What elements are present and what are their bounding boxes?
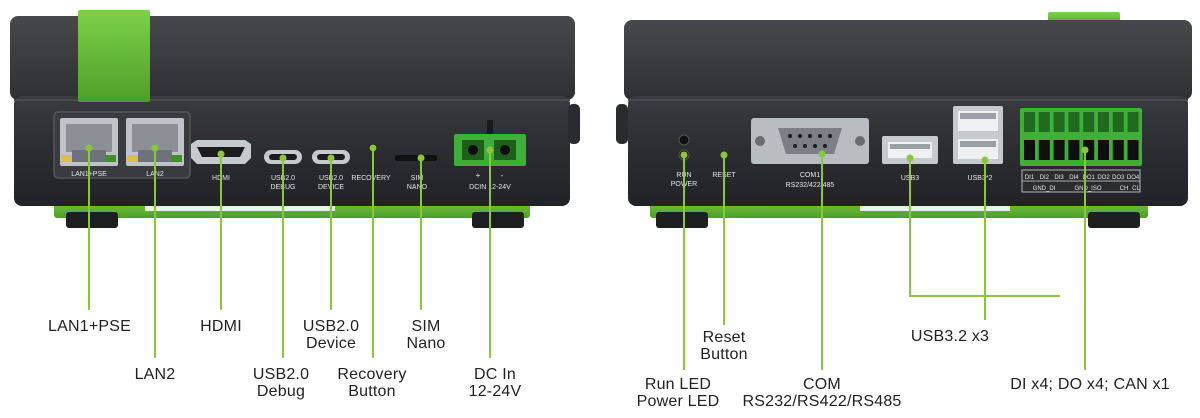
back-base-slot [860, 206, 1010, 211]
callout-sim-line2: Nano [406, 335, 446, 352]
back-upper-shell [624, 20, 1192, 100]
terminal-top-pin [1038, 112, 1050, 132]
terminal-top-pin [1083, 112, 1095, 132]
callout-usb-debug-line1: USB2.0 [252, 366, 310, 383]
callout-usb32-line1: USB3.2 x3 [910, 328, 990, 345]
terminal-bottom-pin [1127, 140, 1139, 160]
terminal-top-label: DI3 [1054, 175, 1064, 181]
terminal-top-label: DO3 [1112, 175, 1125, 181]
terminal-top-label: DI1 [1025, 175, 1035, 181]
callout-recovery-line1: Recovery [337, 366, 407, 383]
run-led [678, 134, 690, 146]
callout-com: COM RS232/RS422/RS485 [742, 376, 902, 410]
callout-run-led: Run LED Power LED [628, 376, 728, 410]
terminal-top-pin [1098, 112, 1109, 132]
usb3-single-port [882, 136, 938, 164]
callout-usb-device-line1: USB2.0 [302, 318, 360, 335]
terminal-top-pin [1068, 112, 1080, 132]
terminal-top-pin [1127, 112, 1139, 132]
front-device: LAN1+PSE LAN2 HDMI USB2.0 DEBUG USB2.0 D… [10, 10, 580, 228]
terminal-bottom-pin [1098, 140, 1109, 160]
terminal-top-label: DO2 [1097, 175, 1110, 181]
callout-run-led-line2: Power LED [636, 393, 720, 410]
front-leader-lines [88, 148, 491, 358]
callout-dcin: DC In 12-24V [455, 366, 535, 400]
callout-dio: DI x4; DO x4; CAN x1 [1000, 376, 1180, 393]
callout-usb-device: USB2.0 Device [286, 318, 376, 352]
terminal-bottom-label: CH [1120, 186, 1129, 192]
callout-dcin-line2: 12-24V [468, 383, 522, 400]
front-upper-shell [10, 16, 575, 100]
callout-reset-line2: Button [700, 346, 748, 363]
callout-usb-device-line2: Device [305, 335, 357, 352]
leader-usb32 [909, 158, 985, 297]
callout-reset-line1: Reset [702, 329, 746, 346]
terminal-bottom-pin [1083, 140, 1095, 160]
dcin-plus-label: + [476, 171, 481, 180]
front-antenna-tab [78, 10, 150, 102]
terminal-top-label: DO4 [1127, 175, 1140, 181]
recovery-port-label: RECOVERY [351, 175, 390, 182]
usb3x2-port-label: USB3*2 [968, 175, 993, 182]
dcin-minus-label: - [501, 171, 504, 180]
lan2-jack [126, 118, 184, 166]
callout-dio-line1: DI x4; DO x4; CAN x1 [1010, 376, 1170, 393]
usb3-stacked-port [953, 106, 1003, 164]
callout-usb-debug: USB2.0 Debug [236, 366, 326, 400]
terminal-bottom-pin [1024, 140, 1035, 160]
callout-hdmi: HDMI [181, 318, 261, 335]
terminal-top-pin [1053, 112, 1065, 132]
terminal-bottom-label: GND_DI [1033, 186, 1056, 192]
terminal-bottom-pin [1038, 140, 1050, 160]
callout-com-line2: RS232/RS422/RS485 [742, 393, 902, 410]
front-foot-left [66, 212, 118, 228]
back-leader-dots [680, 146, 1089, 164]
callout-com-line1: COM [803, 376, 841, 393]
callout-lan2: LAN2 [110, 366, 200, 383]
com-port-label-2: RS232/422/485 [786, 182, 835, 189]
back-side-bump [616, 104, 628, 144]
sim-port-label-1: SIM [411, 175, 424, 182]
callout-lan1: LAN1+PSE [32, 318, 147, 335]
callout-usb-debug-line2: Debug [256, 383, 306, 400]
front-base-slot [145, 206, 335, 211]
terminal-top-label: DO1 [1083, 175, 1096, 181]
back-foot-left [656, 212, 708, 228]
com-port-label-1: COM1 [800, 172, 820, 179]
com-db9-port [751, 118, 869, 164]
callout-sim-line1: SIM [411, 318, 441, 335]
callout-recovery: Recovery Button [326, 366, 418, 400]
front-side-bump [568, 104, 580, 144]
callout-lan1-line1: LAN1+PSE [48, 318, 131, 335]
dio-terminal-block [1020, 108, 1142, 193]
front-foot-right [472, 212, 524, 228]
callout-recovery-line2: Button [348, 383, 396, 400]
terminal-top-label: DI2 [1040, 175, 1050, 181]
terminal-bottom-pin [1068, 140, 1080, 160]
sim-slot [395, 155, 437, 161]
terminal-top-label: DI4 [1069, 175, 1079, 181]
back-leader-lines [683, 150, 1086, 370]
callout-reset: Reset Button [680, 329, 768, 363]
terminal-top-pin [1024, 112, 1035, 132]
callout-run-led-line1: Run LED [644, 376, 712, 393]
terminal-bottom-pin [1112, 140, 1124, 160]
callout-lan2-line1: LAN2 [134, 366, 176, 383]
terminal-bottom-label: GND_ISO [1074, 186, 1101, 192]
terminal-bottom-label: CL [1132, 186, 1140, 192]
front-leader-dots [85, 144, 494, 162]
callout-hdmi-line1: HDMI [200, 318, 242, 335]
back-foot-right [1088, 212, 1140, 228]
back-device: RUN POWER RESET COM1 RS232/422/485 USB [616, 12, 1192, 228]
terminal-top-pin [1112, 112, 1124, 132]
callout-dcin-line1: DC In [474, 366, 516, 383]
callout-usb32: USB3.2 x3 [900, 328, 1000, 345]
callout-sim: SIM Nano [386, 318, 466, 352]
terminal-bottom-pin [1053, 140, 1065, 160]
sim-port-label-2: NANO [407, 184, 428, 191]
